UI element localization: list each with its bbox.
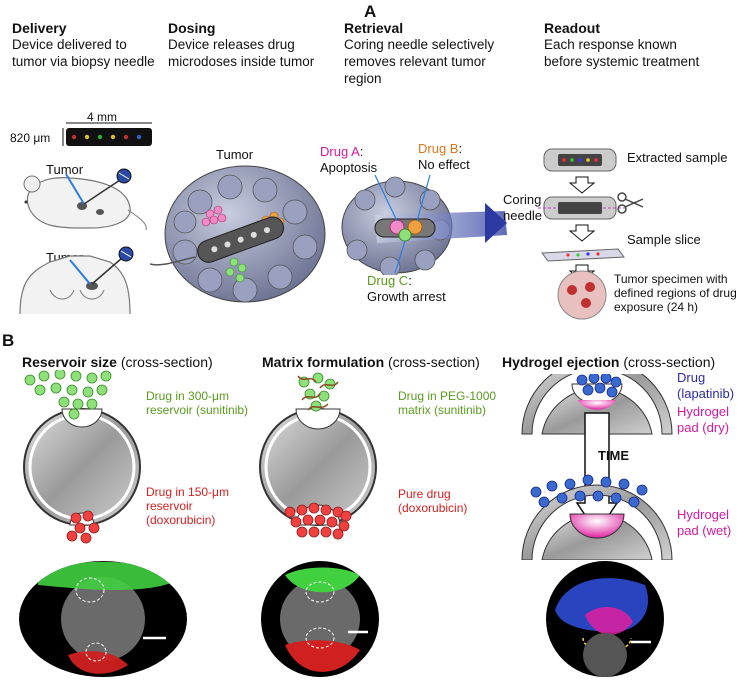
extracted-sample-label: Extracted sample xyxy=(627,150,728,165)
scale-4mm: 4 mm xyxy=(87,110,117,124)
retrieval-tumor xyxy=(341,175,507,275)
col2-title: Matrix formulation (cross-section) xyxy=(262,354,480,370)
step-desc: Device delivered to tumor via biopsy nee… xyxy=(12,37,155,69)
drug-c-effect: Growth arrest xyxy=(367,289,446,304)
col2-top-label: Drug in PEG-1000 matrix (sunitinib) xyxy=(398,389,497,417)
col3-fluorescence-image xyxy=(546,561,664,677)
matrix-formulation-diagram xyxy=(259,372,377,540)
mouse-illustration xyxy=(23,168,147,231)
reservoir-size-diagram xyxy=(23,370,141,544)
drug-a-label: Drug A: xyxy=(320,144,364,159)
col2-title-suffix: (cross-section) xyxy=(388,354,480,370)
panel-a-label: A xyxy=(364,2,377,21)
col1-title-main: Reservoir size xyxy=(22,354,117,370)
tumor-label-mouse: Tumor xyxy=(46,162,84,177)
col1-top-label: Drug in 300-μm reservoir (sunitinib) xyxy=(146,389,249,417)
col1-bottom-label: Drug in 150-μm reservoir (doxorubicin) xyxy=(146,485,229,527)
specimen-desc: Tumor specimen with defined regions of d… xyxy=(614,272,737,314)
drug-b-name: Drug B xyxy=(418,141,459,156)
drug-c-label: Drug C: xyxy=(367,273,412,288)
step-title: Delivery xyxy=(12,20,67,36)
col1-fluorescence-image xyxy=(19,561,187,677)
step-delivery: Delivery Device delivered to tumor via b… xyxy=(12,20,157,70)
step-desc: Coring needle selectively removes releva… xyxy=(344,37,495,86)
col3-title-main: Hydrogel ejection xyxy=(502,354,620,370)
drug-b-label: Drug B: xyxy=(418,141,463,156)
panel-b-label: B xyxy=(2,331,15,350)
hydrogel-ejection-diagram xyxy=(521,374,673,560)
scale-820um: 820 μm xyxy=(10,131,51,145)
col1-title-suffix: (cross-section) xyxy=(120,354,213,370)
col2-title-main: Matrix formulation xyxy=(262,354,385,370)
col3-drug-label: Drug (lapatinib) xyxy=(677,370,735,401)
tumor-label-center: Tumor xyxy=(216,147,254,162)
step-title: Readout xyxy=(544,20,600,36)
col3-pad-wet-label: Hydrogel pad (wet) xyxy=(677,507,732,538)
col2-fluorescence-image xyxy=(261,561,379,677)
step-dosing: Dosing Device releases drug microdoses i… xyxy=(168,20,318,70)
step-readout: Readout Each response known before syste… xyxy=(544,20,704,70)
step-retrieval: Retrieval Coring needle selectively remo… xyxy=(344,20,519,87)
readout-diagram xyxy=(538,148,628,320)
col1-title: Reservoir size (cross-section) xyxy=(22,354,213,370)
dosing-tumor xyxy=(150,165,326,303)
step-desc: Each response known before systemic trea… xyxy=(544,37,700,69)
col3-title: Hydrogel ejection (cross-section) xyxy=(502,354,715,370)
drug-a-name: Drug A xyxy=(320,144,360,159)
step-title: Dosing xyxy=(168,20,216,36)
drug-a-effect: Apoptosis xyxy=(320,160,378,175)
col2-bottom-label: Pure drug (doxorubicin) xyxy=(398,487,468,515)
human-illustration xyxy=(19,246,134,314)
device-micrograph xyxy=(62,122,152,146)
col3-title-suffix: (cross-section) xyxy=(623,354,716,370)
drug-b-effect: No effect xyxy=(418,157,470,172)
coring-needle-label: Coring needle xyxy=(503,192,543,223)
drug-c-name: Drug C xyxy=(367,273,409,288)
time-label: TIME xyxy=(598,448,630,463)
sample-slice-label: Sample slice xyxy=(627,232,701,247)
step-title: Retrieval xyxy=(344,20,404,36)
step-desc: Device releases drug microdoses inside t… xyxy=(168,37,315,69)
scissors-icon xyxy=(617,192,644,214)
col3-pad-dry-label: Hydrogel pad (dry) xyxy=(677,404,730,435)
